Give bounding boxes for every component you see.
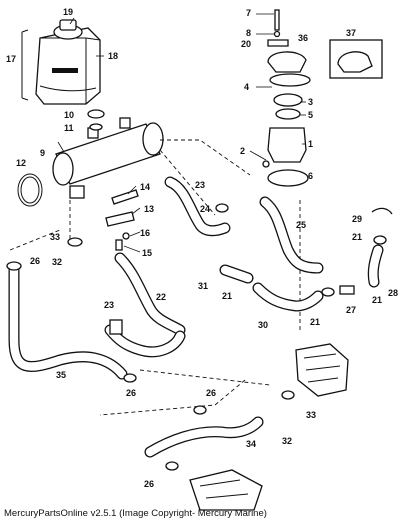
callout-6: 6 [308,171,313,181]
callout-36: 36 [298,33,308,43]
callout-12: 12 [16,158,26,168]
callout-32-right: 32 [282,436,292,446]
callout-3: 3 [308,97,313,107]
callout-17: 17 [6,54,16,64]
callout-21-d: 21 [310,317,320,327]
fittings-and-clamps [6,203,393,471]
callout-33-right: 33 [306,410,316,420]
callout-26-b: 26 [126,388,136,398]
copyright-text: MercuryPartsOnline v2.5.1 (Image Copyrig… [4,508,267,519]
callout-9: 9 [40,148,45,158]
callout-5: 5 [308,110,313,120]
callout-labels: 19 18 17 7 8 20 36 37 4 3 5 1 2 6 10 11 … [6,7,398,489]
callout-8: 8 [246,28,251,38]
detail-box-37 [329,39,383,79]
hose-clamp-12 [17,173,43,207]
callout-20: 20 [241,39,251,49]
callout-21-b: 21 [222,291,232,301]
callout-21-a: 21 [352,232,362,242]
callout-31: 31 [198,281,208,291]
callout-23-lower: 23 [104,300,114,310]
callout-34: 34 [246,439,256,449]
coolant-reservoir [35,19,101,105]
callout-32-left: 32 [52,257,62,267]
callout-7: 7 [246,8,251,18]
callout-26-d: 26 [144,479,154,489]
callout-21-c: 21 [372,295,382,305]
callout-26-c: 26 [206,388,216,398]
callout-18: 18 [108,51,118,61]
thermostat-housing-assembly [262,9,311,187]
cap-10-and-gasket-11 [87,109,105,131]
callout-27: 27 [346,305,356,315]
callout-30: 30 [258,320,268,330]
callout-33-left: 33 [50,232,60,242]
heat-exchanger [52,117,164,199]
callout-28: 28 [388,288,398,298]
callout-25: 25 [296,220,306,230]
callout-10: 10 [64,110,74,120]
callout-1: 1 [308,139,313,149]
callout-29: 29 [352,214,362,224]
callout-2: 2 [240,146,245,156]
callout-15: 15 [142,248,152,258]
callout-23-upper: 23 [195,180,205,190]
leader-lines [57,13,306,253]
callout-4: 4 [244,82,249,92]
mounting-brackets [105,189,139,251]
callout-16: 16 [140,228,150,238]
callout-11: 11 [64,123,74,133]
callout-22: 22 [156,292,166,302]
callout-14: 14 [140,182,150,192]
callout-35: 35 [56,370,66,380]
hoses [8,176,384,458]
callout-26-a: 26 [30,256,40,266]
callout-19: 19 [63,7,73,17]
callout-37: 37 [346,28,356,38]
callout-24: 24 [200,204,210,214]
flow-lines [9,139,301,416]
engine-block-fragments [189,343,349,511]
callout-13: 13 [144,204,154,214]
reservoir-bracket [21,29,29,101]
